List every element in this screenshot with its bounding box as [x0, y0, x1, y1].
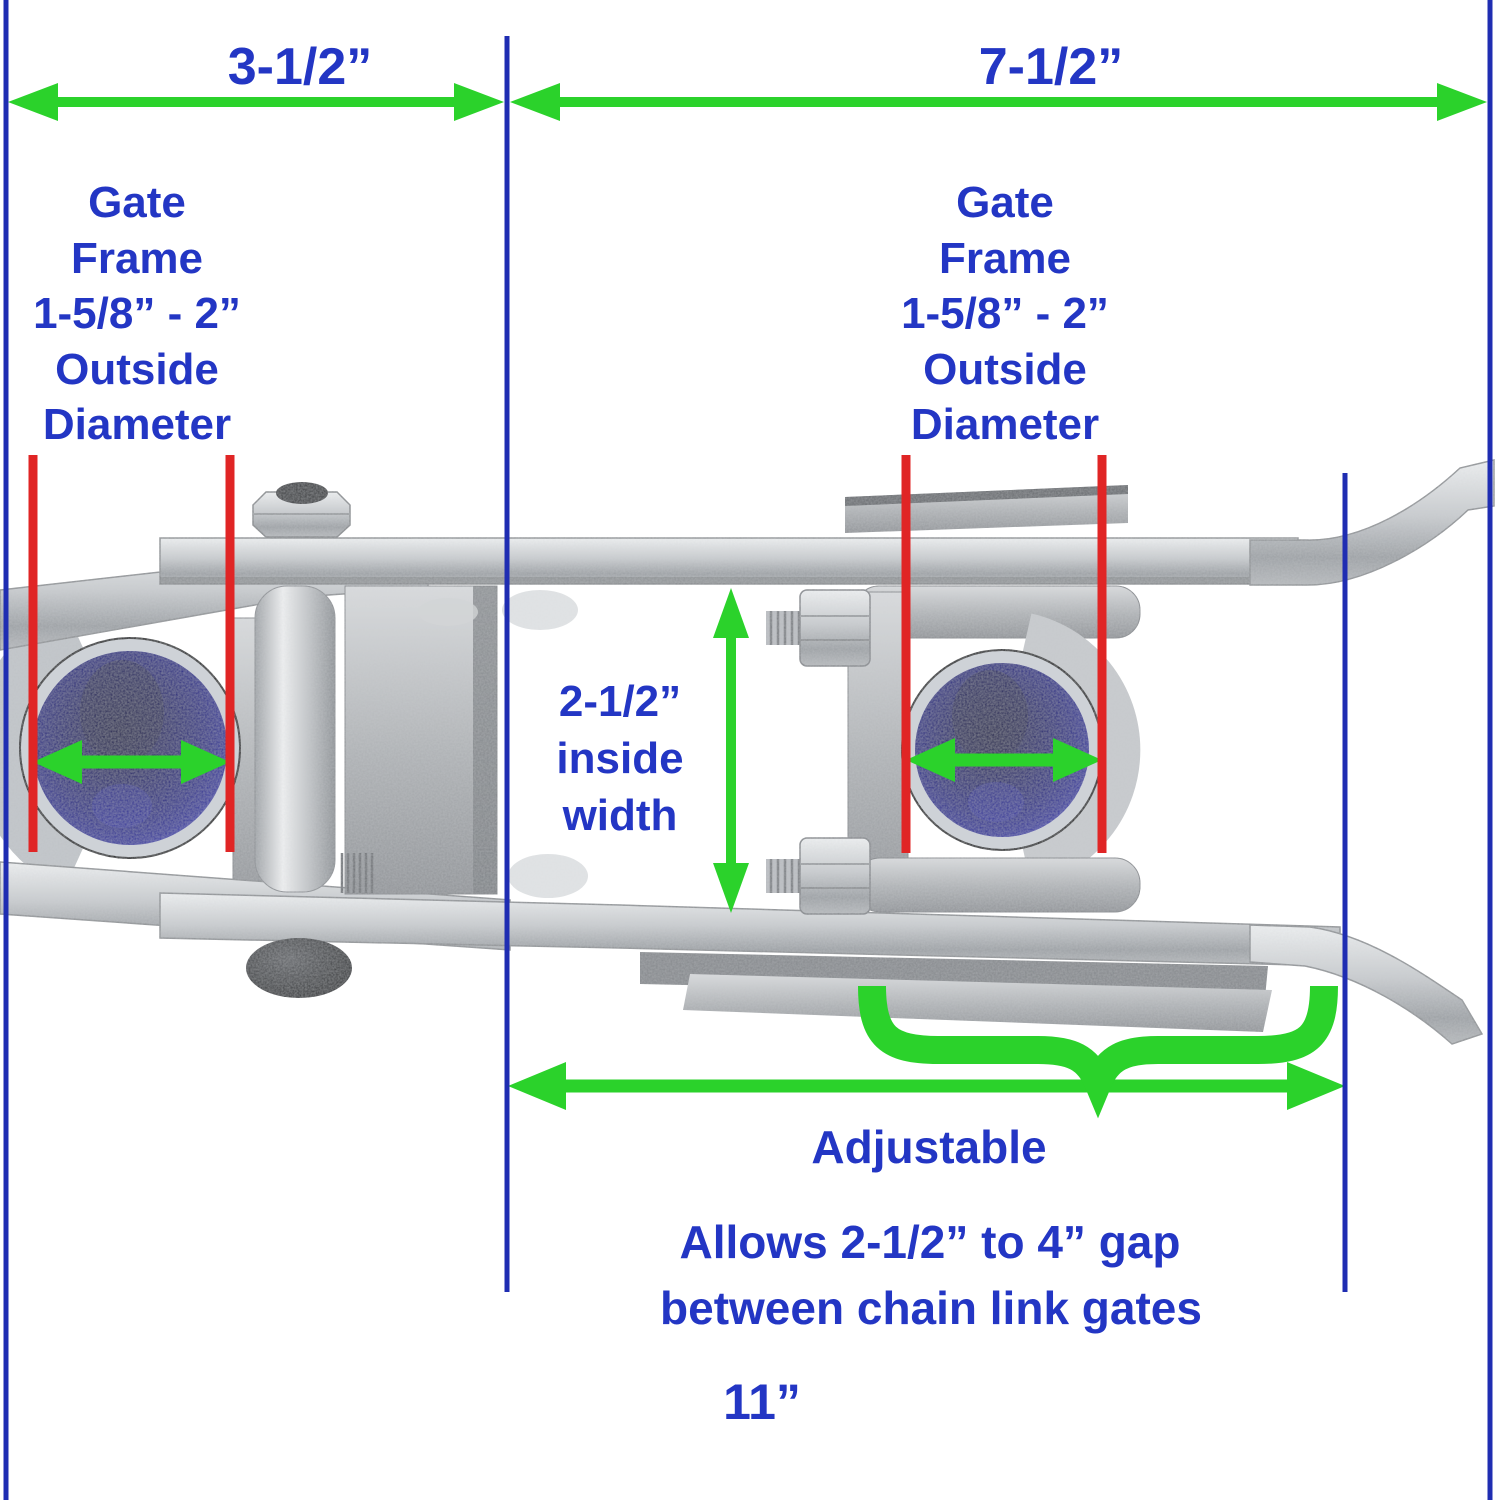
top-bar-shadow — [160, 577, 1298, 584]
gate-frame-left-line2: Frame — [70, 233, 204, 283]
gap-label-line1: Allows 2-1/2” to 4” gap — [679, 1216, 1181, 1268]
dim-arrow-top-left — [8, 83, 504, 121]
dim-arrow-inside-width — [713, 588, 749, 913]
inside-width-label: 2-1/2” inside width — [556, 673, 683, 844]
carriage-bolt-dome — [246, 938, 352, 998]
right-lower-slide — [854, 857, 1141, 913]
bolt-end-top — [276, 482, 328, 504]
green-annotations — [8, 83, 1487, 1119]
left-pipe — [19, 637, 241, 859]
left-strap — [0, 606, 85, 890]
gate-frame-left-line3: 1-5/8” - 2” — [33, 289, 241, 338]
blue-extent-lines — [3, 0, 1493, 1500]
right-top-plate-edge — [845, 485, 1128, 506]
gate-frame-right-line2: Frame — [938, 233, 1072, 283]
gate-frame-left-line4: Outside — [55, 344, 219, 394]
gate-frame-right-line3: 1-5/8” - 2” — [901, 289, 1109, 338]
gate-frame-left-line1: Gate — [88, 178, 186, 227]
inside-width-line1: 2-1/2” — [558, 677, 682, 726]
gate-frame-right-line4: Outside — [923, 344, 1087, 394]
right-bolt-top — [766, 589, 871, 667]
gate-frame-right-line1: Gate — [956, 178, 1054, 227]
gate-frame-left-line5: Diameter — [42, 400, 232, 449]
weld-blob — [502, 590, 578, 630]
inside-width-line2: inside — [556, 734, 684, 783]
bottom-fork-tip — [1249, 924, 1484, 1045]
dim-label-overall: 11” — [723, 1374, 801, 1430]
weld-blob — [508, 854, 588, 898]
red-marker-lines — [28, 455, 1107, 853]
inside-width-line3: width — [562, 791, 678, 840]
adjustable-brace — [858, 985, 1338, 1119]
right-strap — [1022, 613, 1141, 887]
hinge-plate — [344, 585, 498, 895]
thread-texture — [340, 853, 374, 893]
right-bolt-bottom — [766, 837, 871, 915]
dim-arrow-adjustable — [508, 1062, 1345, 1110]
gap-label-line2: between chain link gates — [660, 1282, 1202, 1334]
weld-blob — [418, 598, 478, 626]
gate-frame-right-line5: Diameter — [910, 400, 1100, 449]
right-pipe — [901, 649, 1103, 851]
metal-parts — [0, 459, 1495, 1045]
gate-frame-label-left: Gate Frame 1-5/8” - 2” Outside Diameter — [33, 175, 241, 453]
dim-label-top-left: 3-1/2” — [227, 38, 373, 96]
adjustable-label: Adjustable — [811, 1121, 1047, 1173]
slide-plate-light — [683, 974, 1272, 1032]
hinge-pin — [254, 585, 336, 893]
hinge-plate-edge — [473, 586, 497, 894]
dim-label-top-right: 7-1/2” — [978, 38, 1124, 96]
top-fork-tip — [1249, 459, 1495, 586]
dim-arrow-top-right — [510, 83, 1487, 121]
gate-frame-label-right: Gate Frame 1-5/8” - 2” Outside Diameter — [901, 175, 1109, 453]
dim-arrow-left-pipe — [33, 740, 230, 784]
dim-arrow-right-pipe — [906, 738, 1102, 782]
